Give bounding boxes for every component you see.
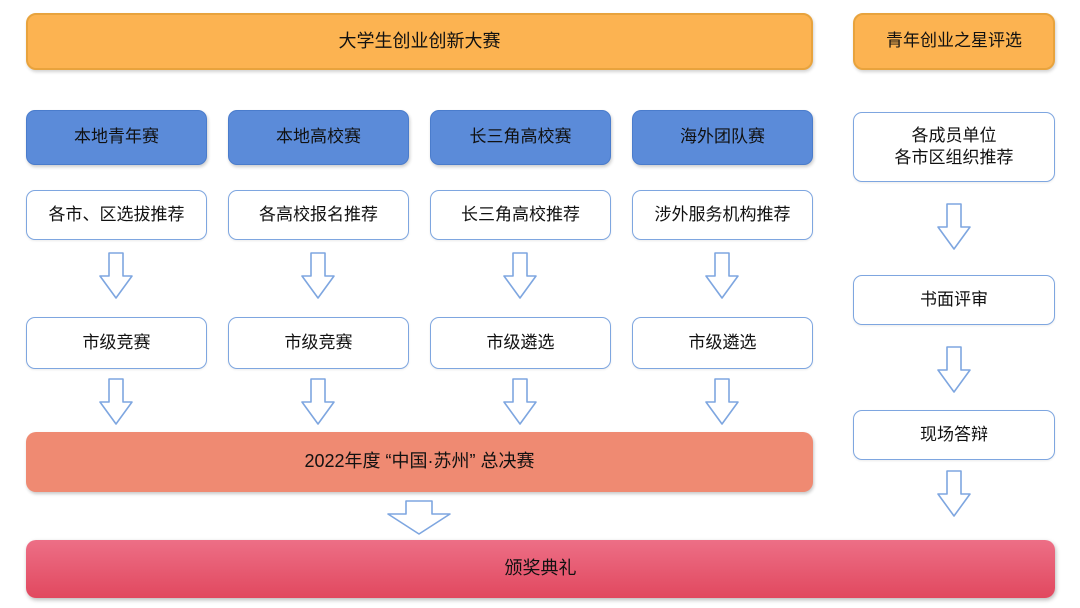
side-competition-banner: 青年创业之星评选	[853, 13, 1055, 70]
stage-box-city-selection-2: 市级遴选	[632, 317, 813, 369]
down-arrow-icon	[300, 378, 336, 426]
main-competition-banner: 大学生创业创新大赛	[26, 13, 813, 70]
side-step-onsite-defense: 现场答辩	[853, 410, 1055, 460]
track-box-local-youth: 本地青年赛	[26, 110, 207, 165]
down-arrow-icon	[300, 252, 336, 300]
down-arrow-icon	[98, 252, 134, 300]
track-box-yangtze-college: 长三角高校赛	[430, 110, 611, 165]
stage-box-city-selection-1: 市级遴选	[430, 317, 611, 369]
award-ceremony-bar: 颁奖典礼	[26, 540, 1055, 598]
side-step-written-review: 书面评审	[853, 275, 1055, 325]
down-arrow-icon	[704, 252, 740, 300]
down-arrow-icon	[98, 378, 134, 426]
down-arrow-icon	[384, 500, 454, 536]
track-box-local-college: 本地高校赛	[228, 110, 409, 165]
side-step-member-recommend: 各成员单位 各市区组织推荐	[853, 112, 1055, 182]
down-arrow-icon	[704, 378, 740, 426]
down-arrow-icon	[502, 378, 538, 426]
down-arrow-icon	[936, 346, 972, 394]
final-round-bar: 2022年度 “中国·苏州” 总决赛	[26, 432, 813, 492]
track-box-overseas-team: 海外团队赛	[632, 110, 813, 165]
down-arrow-icon	[936, 470, 972, 518]
stage-box-city-contest-1: 市级竞赛	[26, 317, 207, 369]
source-box-foreign-service: 涉外服务机构推荐	[632, 190, 813, 240]
down-arrow-icon	[502, 252, 538, 300]
source-box-college-signup: 各高校报名推荐	[228, 190, 409, 240]
stage-box-city-contest-2: 市级竞赛	[228, 317, 409, 369]
source-box-yangtze-recommend: 长三角高校推荐	[430, 190, 611, 240]
source-box-city-district: 各市、区选拔推荐	[26, 190, 207, 240]
down-arrow-icon	[936, 203, 972, 251]
